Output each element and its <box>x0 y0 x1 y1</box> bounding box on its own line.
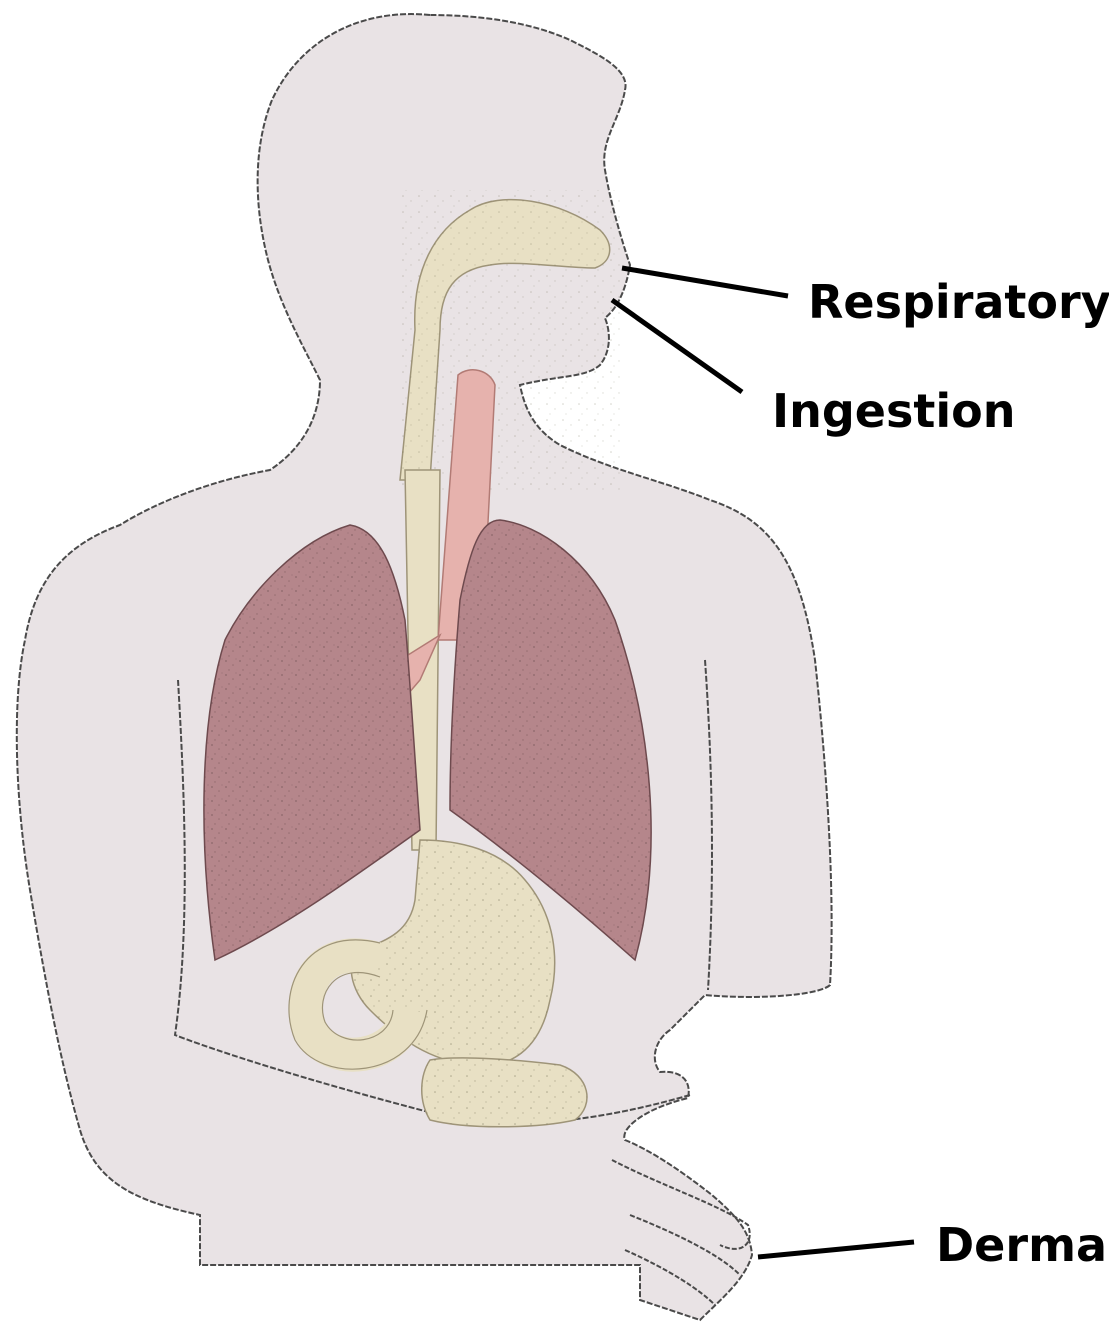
dermal-leader-line <box>758 1242 914 1257</box>
ingestion-label: Ingestion <box>772 384 1015 438</box>
lower-intestine-texture <box>422 1058 587 1127</box>
nasal-passage-texture <box>400 190 620 490</box>
ingestion-leader-line <box>612 300 742 392</box>
respiratory-label: Respiratory <box>808 275 1109 329</box>
dermal-label: Dermal <box>936 1218 1109 1272</box>
respiratory-leader-line <box>622 268 788 296</box>
